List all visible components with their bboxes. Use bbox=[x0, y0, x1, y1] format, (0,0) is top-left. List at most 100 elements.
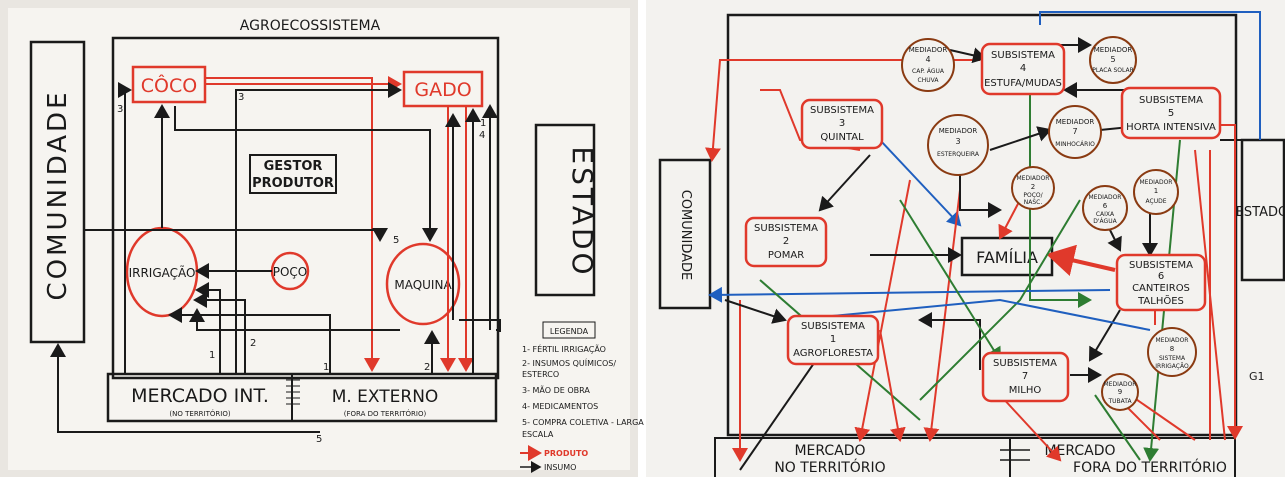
m5-name: PLACA SOLAR bbox=[1092, 67, 1134, 74]
m7-name: MINHOCÁRIO bbox=[1055, 141, 1095, 148]
comunidade-box bbox=[29, 40, 86, 344]
agroecossistema-box bbox=[111, 36, 500, 380]
s4-name: ESTUFA/MUDAS bbox=[984, 78, 1062, 89]
gestor-box bbox=[249, 154, 337, 194]
mercado-ext-sub: (FORA DO TERRITÓRIO) bbox=[344, 409, 427, 418]
subsystem-s7: SUBSISTEMA 7 MILHO bbox=[981, 351, 1070, 403]
m9-number: 9 bbox=[1118, 388, 1122, 396]
m5-title: MEDIADOR bbox=[1094, 46, 1133, 54]
r-comunidade-label: COMUNIDADE bbox=[678, 190, 693, 281]
num-1a: 1 bbox=[209, 350, 215, 361]
m8-number: 8 bbox=[1170, 345, 1174, 353]
r-comunidade-box bbox=[658, 158, 712, 310]
irrigacao-label: IRRIGAÇÃO bbox=[129, 265, 196, 280]
legend-item-4: 4- MEDICAMENTOS bbox=[522, 402, 598, 411]
gestor-line1: GESTOR bbox=[264, 159, 323, 174]
m4-name2: CHUVA bbox=[918, 77, 940, 84]
comunidade-label: COMUNIDADE bbox=[43, 90, 73, 301]
s1-name: AGROFLORESTA bbox=[793, 348, 873, 359]
r-mercado-box bbox=[714, 437, 1236, 477]
s5-number: 5 bbox=[1168, 108, 1174, 119]
m4-name: CAP. ÁGUA bbox=[912, 68, 945, 75]
poco-label: POÇO bbox=[273, 265, 308, 279]
mercado-int-sub: (NO TERRITÓRIO) bbox=[169, 409, 230, 418]
legend-produto: PRODUTO bbox=[544, 449, 588, 458]
m6-name2: D'ÁGUA bbox=[1093, 218, 1117, 225]
m2-name: POÇO/ bbox=[1023, 192, 1043, 199]
legend-item-3: 3- MÃO DE OBRA bbox=[522, 385, 590, 395]
mediator-m1: MEDIADOR 1 AÇUDE bbox=[1133, 169, 1179, 215]
subsystem-s2: SUBSISTEMA 2 POMAR bbox=[744, 216, 828, 268]
m2-title: MEDIADOR bbox=[1017, 175, 1050, 182]
legend-title-box bbox=[542, 321, 596, 339]
right-panel: COMUNIDADE ESTADO G1 FAMÍLIA MERCADO NO … bbox=[646, 0, 1285, 477]
s3-title: SUBSISTEMA bbox=[810, 105, 874, 116]
num-2a: 2 bbox=[250, 338, 256, 349]
s5-name: HORTA INTENSIVA bbox=[1126, 122, 1216, 133]
left-panel: AGROECOSSISTEMA COMUNIDADE ESTADO CÔCO G… bbox=[0, 0, 644, 477]
mediator-m6: MEDIADOR 6 CAIXA D'ÁGUA bbox=[1082, 185, 1128, 231]
g1-label: G1 bbox=[1249, 370, 1265, 383]
estado-box bbox=[534, 123, 596, 297]
m9-name: TUBATA bbox=[1107, 398, 1132, 405]
m8-name2: IRRIGAÇÃO bbox=[1155, 363, 1189, 370]
coco-label: CÔCO bbox=[141, 73, 197, 97]
s4-title: SUBSISTEMA bbox=[991, 50, 1055, 61]
s1-title: SUBSISTEMA bbox=[801, 321, 865, 332]
mercado-int-label: MERCADO INT. bbox=[131, 385, 269, 407]
legend-item-5: 5- COMPRA COLETIVA - LARGA bbox=[522, 418, 644, 427]
legend-item-5b: ESCALA bbox=[522, 430, 554, 439]
s6-title: SUBSISTEMA bbox=[1129, 260, 1193, 271]
num-1b: 1 bbox=[323, 362, 329, 373]
left-input-arrows bbox=[50, 82, 501, 433]
mediator-m2: MEDIADOR 2 POÇO/ NASC. bbox=[1011, 166, 1055, 210]
s4-number: 4 bbox=[1020, 63, 1026, 74]
m3-name: ESTERQUEIRA bbox=[937, 151, 980, 158]
mercado-ext-label: M. EXTERNO bbox=[332, 387, 439, 407]
m7-number: 7 bbox=[1072, 127, 1077, 136]
familia-label: FAMÍLIA bbox=[976, 248, 1038, 267]
m3-number: 3 bbox=[955, 137, 960, 146]
m3-title: MEDIADOR bbox=[939, 127, 978, 135]
m8-title: MEDIADOR bbox=[1156, 337, 1189, 344]
s3-number: 3 bbox=[839, 118, 845, 129]
m7-title: MEDIADOR bbox=[1056, 118, 1095, 126]
mediator-m8: MEDIADOR 8 SISTEMA IRRIGAÇÃO bbox=[1147, 327, 1197, 377]
mediator-m3: MEDIADOR 3 ESTERQUEIRA bbox=[927, 114, 989, 176]
subsystem-s5: SUBSISTEMA 5 HORTA INTENSIVA bbox=[1120, 86, 1222, 140]
m6-number: 6 bbox=[1103, 202, 1108, 210]
num-5b: 5 bbox=[316, 434, 322, 445]
r-mercado-fora-1: MERCADO bbox=[1044, 443, 1115, 459]
num-3a: 3 bbox=[117, 104, 123, 115]
mercado-box bbox=[106, 372, 498, 423]
num-4: 4 bbox=[479, 130, 485, 141]
m2-number: 2 bbox=[1031, 183, 1035, 191]
m2-name2: NASC. bbox=[1024, 199, 1043, 206]
maquina-label: MAQUINA bbox=[394, 278, 452, 292]
s6-number: 6 bbox=[1158, 271, 1164, 282]
gado-box bbox=[402, 70, 484, 108]
s2-title: SUBSISTEMA bbox=[754, 223, 818, 234]
subsystem-s6: SUBSISTEMA 6 CANTEIROS TALHÕES bbox=[1115, 253, 1207, 312]
s7-name: MILHO bbox=[1009, 385, 1042, 396]
mediator-m5: MEDIADOR 5 PLACA SOLAR bbox=[1089, 36, 1137, 84]
agroecossistema-title: AGROECOSSISTEMA bbox=[240, 18, 381, 34]
left-flow-numbers: 3 3 4 1 5 1 2 1 2 5 bbox=[117, 92, 486, 445]
num-8: 1 bbox=[480, 118, 486, 129]
s7-number: 7 bbox=[1022, 371, 1028, 382]
m5-number: 5 bbox=[1110, 55, 1115, 64]
m4-title: MEDIADOR bbox=[909, 46, 948, 54]
estado-label: ESTADO bbox=[566, 146, 599, 277]
legend-item-2: 2- INSUMOS QUÍMICOS/ bbox=[522, 357, 616, 368]
m6-title: MEDIADOR bbox=[1089, 194, 1122, 201]
s7-title: SUBSISTEMA bbox=[993, 358, 1057, 369]
left-product-arrows bbox=[205, 76, 474, 372]
r-estado-label: ESTADO bbox=[1236, 205, 1285, 220]
m4-number: 4 bbox=[925, 55, 930, 64]
legend-item-2b: ESTERCO bbox=[522, 370, 559, 379]
m8-name: SISTEMA bbox=[1159, 355, 1186, 362]
r-estado-box bbox=[1240, 138, 1285, 282]
m1-title: MEDIADOR bbox=[1140, 179, 1173, 186]
mediator-m4: MEDIADOR 4 CAP. ÁGUA CHUVA bbox=[901, 38, 955, 92]
